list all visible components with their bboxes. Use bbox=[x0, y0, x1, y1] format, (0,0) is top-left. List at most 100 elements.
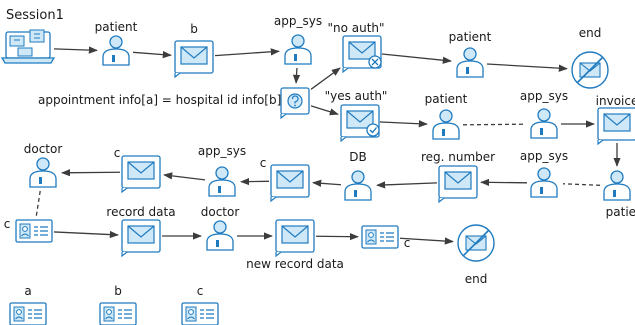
person-icon bbox=[29, 157, 57, 188]
id-card-icon bbox=[99, 302, 137, 325]
node-app-sys2: app_sys bbox=[520, 89, 568, 139]
node-patient4: patient bbox=[603, 170, 635, 219]
node-label: patient bbox=[606, 205, 635, 219]
node-label: patient bbox=[95, 20, 138, 34]
node-label: patient bbox=[425, 92, 468, 106]
node-label: b bbox=[114, 284, 122, 298]
node-no-auth: "no auth" bbox=[327, 21, 385, 74]
envelope-icon bbox=[597, 107, 635, 146]
node-doctor1: doctor bbox=[24, 142, 63, 188]
node-session bbox=[0, 29, 56, 64]
diagram-title: Session1 bbox=[6, 8, 64, 23]
node-c-msg2: c bbox=[260, 156, 310, 203]
envelope-icon bbox=[121, 219, 161, 258]
node-label: c bbox=[114, 146, 121, 160]
edge-reg_number-to-db bbox=[376, 181, 438, 189]
person-icon bbox=[456, 47, 484, 78]
edge-db-to-c_msg2 bbox=[312, 179, 342, 187]
node-label: c bbox=[197, 284, 204, 298]
edge-patient2-to-end1 bbox=[486, 63, 568, 72]
node-label: c bbox=[260, 156, 267, 170]
question-envelope-icon bbox=[280, 87, 310, 120]
node-leg-a: a bbox=[9, 284, 47, 325]
laptop-icon bbox=[0, 29, 56, 64]
id-card-icon bbox=[9, 302, 47, 325]
node-label: app_sys bbox=[520, 89, 568, 103]
person-icon bbox=[603, 170, 631, 201]
edge-doctor1-to-c_card1 bbox=[35, 190, 41, 217]
node-label: new record data bbox=[246, 257, 344, 271]
person-icon bbox=[344, 170, 372, 201]
envelope-icon bbox=[275, 219, 315, 258]
node-label: end bbox=[579, 26, 602, 40]
node-label: reg. number bbox=[421, 150, 495, 164]
node-label: "no auth" bbox=[327, 21, 384, 35]
edge-check-to-yes_auth bbox=[310, 105, 339, 116]
node-yes-auth: "yes auth" bbox=[325, 89, 388, 143]
edge-patient3-to-app_sys2 bbox=[462, 123, 526, 126]
node-label: "yes auth" bbox=[325, 89, 388, 103]
edge-b_msg-to-app_sys1 bbox=[214, 48, 280, 57]
node-db: DB bbox=[344, 150, 372, 201]
person-icon bbox=[206, 220, 234, 251]
node-label: app_sys bbox=[274, 14, 322, 28]
node-label: b bbox=[190, 22, 198, 36]
annotation-text: appointment info[a] = hospital id info[b… bbox=[38, 93, 281, 107]
person-icon bbox=[284, 34, 312, 65]
edge-patient4-to-app_sys3 bbox=[562, 183, 601, 186]
node-record-data: record data bbox=[106, 205, 176, 258]
person-icon bbox=[102, 35, 130, 66]
node-c-msg1: c bbox=[114, 146, 161, 194]
edge-app_sys1-to-check bbox=[292, 67, 301, 84]
person-icon bbox=[530, 167, 558, 198]
node-doctor2: doctor bbox=[201, 205, 240, 251]
node-c-card2: c bbox=[361, 225, 411, 250]
node-label: invoice bbox=[596, 94, 635, 108]
node-patient3: patient bbox=[425, 92, 468, 140]
blocked-envelope-icon bbox=[457, 224, 495, 262]
node-b-msg: b bbox=[174, 22, 214, 79]
node-leg-c: c bbox=[181, 284, 219, 325]
node-invoice: invoice bbox=[596, 94, 635, 146]
envelope-icon bbox=[174, 40, 214, 79]
node-label: c bbox=[4, 217, 11, 231]
edge-check-to-no_auth bbox=[310, 67, 341, 90]
edge-app_sys3-to-reg_number bbox=[480, 178, 528, 187]
edge-session-to-patient1 bbox=[53, 46, 98, 54]
node-new-record: new record data bbox=[246, 219, 344, 271]
node-reg-number: reg. number bbox=[421, 150, 495, 204]
envelope-icon bbox=[121, 155, 161, 194]
node-app-sys4: app_sys bbox=[198, 144, 246, 197]
id-card-icon bbox=[361, 225, 399, 249]
node-label: app_sys bbox=[198, 144, 246, 158]
node-label: doctor bbox=[201, 205, 240, 219]
person-icon bbox=[208, 166, 236, 197]
node-check bbox=[280, 87, 310, 120]
edge-app_sys4-to-c_msg1 bbox=[163, 172, 206, 181]
person-icon bbox=[432, 109, 460, 140]
edge-yes_auth-to-patient3 bbox=[379, 120, 428, 128]
node-label: c bbox=[404, 236, 411, 250]
check-envelope-icon bbox=[340, 104, 380, 143]
node-label: record data bbox=[106, 205, 175, 219]
node-label: a bbox=[24, 284, 31, 298]
edge-patient1-to-b_msg bbox=[132, 50, 172, 59]
person-icon bbox=[530, 108, 558, 139]
node-end2: end bbox=[457, 224, 495, 286]
node-patient1: patient bbox=[95, 20, 138, 66]
node-app-sys1: app_sys bbox=[274, 14, 322, 65]
node-app-sys3: app_sys bbox=[520, 149, 568, 198]
node-label: app_sys bbox=[520, 149, 568, 163]
node-end1: end bbox=[571, 26, 609, 89]
node-label: end bbox=[465, 272, 488, 286]
blocked-envelope-icon bbox=[571, 51, 609, 89]
node-label: DB bbox=[349, 150, 366, 164]
node-patient2: patient bbox=[449, 30, 492, 78]
deny-envelope-icon bbox=[342, 35, 382, 74]
edge-c_card2-to-end2 bbox=[399, 237, 454, 245]
id-card-icon bbox=[15, 219, 53, 243]
node-label: doctor bbox=[24, 142, 63, 156]
node-leg-b: b bbox=[99, 284, 137, 325]
